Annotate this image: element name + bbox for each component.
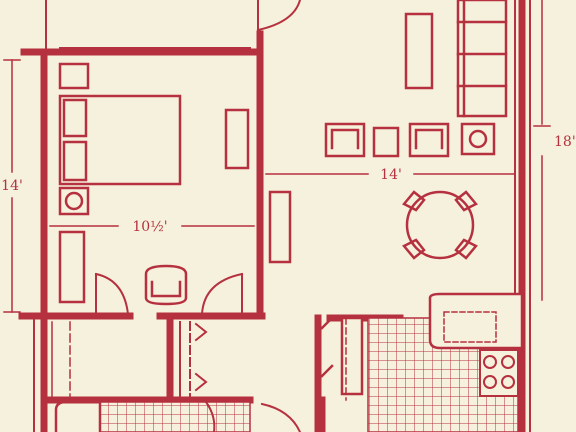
bed xyxy=(58,62,182,186)
living-depth-label: 18' xyxy=(554,134,576,150)
bedroom-depth-label: 14' xyxy=(1,178,23,194)
kitchen-counter xyxy=(428,292,524,350)
dimension-lines xyxy=(3,0,551,313)
dining-table xyxy=(402,190,478,260)
armchair-right xyxy=(408,122,450,158)
living-width-label: 14' xyxy=(380,167,402,183)
stove xyxy=(479,349,519,397)
bedroom-chair xyxy=(144,264,188,306)
end-table xyxy=(372,126,400,158)
bedroom-dresser xyxy=(224,108,250,170)
sofa xyxy=(456,0,508,118)
living-console xyxy=(404,12,434,90)
bedroom-door-right xyxy=(200,272,244,316)
entry-door-top xyxy=(256,0,302,32)
armchair-left xyxy=(324,122,366,158)
bathtub xyxy=(54,400,102,432)
bedroom-width-label: 10½' xyxy=(132,219,167,235)
nightstand xyxy=(58,186,90,216)
closet-left xyxy=(51,321,71,399)
bedroom-door-left xyxy=(94,272,130,316)
lamp-table xyxy=(460,122,496,156)
bath-door xyxy=(204,400,302,432)
living-cabinet xyxy=(268,190,292,264)
bath-tile-floor xyxy=(99,401,251,432)
exterior-wall-edge xyxy=(33,0,531,432)
closet-right xyxy=(179,321,208,399)
bedroom-chest xyxy=(58,230,86,304)
kitchen-door xyxy=(320,316,364,396)
